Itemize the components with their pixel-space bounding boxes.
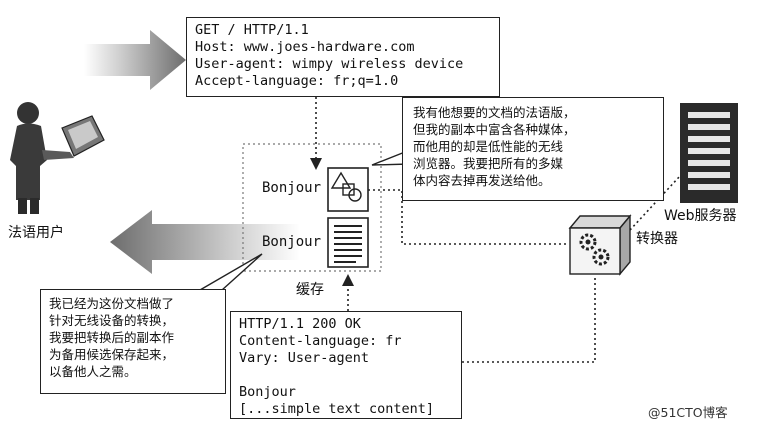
request-to-cache-connector: [310, 97, 322, 170]
cache-boundary: [242, 143, 382, 272]
converter-label: 转换器: [636, 231, 678, 247]
watermark-text: @51CTO博客: [648, 405, 728, 420]
response-message-box: HTTP/1.1 200 OK Content-language: fr Var…: [230, 311, 462, 419]
request-line: User-agent: wimpy wireless device: [195, 56, 464, 72]
server-label: Web服务器: [664, 208, 737, 224]
web-server-icon: [680, 103, 738, 203]
converter-note-line: 浏览器。我要把所有的多媒: [413, 156, 564, 171]
converter-note: 我有他想要的文档的法语版， 但我的副本中富含各种媒体， 而他用的却是低性能的无线…: [402, 97, 664, 201]
response-flow-arrow: [110, 210, 300, 274]
text-document-icon: [327, 217, 369, 268]
response-line: HTTP/1.1 200 OK: [239, 316, 361, 332]
cache-label: 缓存: [296, 282, 324, 298]
converter-note-line: 体内容去掉再发送给他。: [413, 173, 551, 188]
bonjour-label-text: Bonjour: [262, 234, 322, 250]
user-figure-icon: [10, 102, 105, 214]
response-line: Bonjour: [239, 384, 296, 400]
request-message-box: GET / HTTP/1.1 Host: www.joes-hardware.c…: [186, 17, 500, 97]
response-to-converter-connector: [462, 276, 596, 363]
cache-note-pointer: [199, 253, 263, 291]
converter-note-pointer: [371, 149, 411, 166]
user-label: 法语用户: [8, 225, 64, 241]
converter-note-line: 我有他想要的文档的法语版，: [413, 105, 576, 120]
converter-note-line: 而他用的却是低性能的无线: [413, 139, 564, 154]
response-line: Vary: User-agent: [239, 350, 370, 366]
cache-note: 我已经为这份文档做了 针对无线设备的转换， 我要把转换后的副本作 为备用候选保存…: [40, 289, 226, 394]
converter-to-server-connector: [629, 175, 681, 231]
response-line: [...simple text content]: [239, 401, 435, 417]
cache-to-converter-connector: [368, 189, 568, 245]
cache-note-line: 我已经为这份文档做了: [49, 296, 175, 311]
rich-media-document-icon: [327, 167, 369, 212]
request-line: Host: www.joes-hardware.com: [195, 39, 415, 55]
bonjour-label-rich: Bonjour: [262, 180, 322, 196]
response-to-cache-connector: [342, 274, 354, 311]
request-line: Accept-language: fr;q=1.0: [195, 73, 399, 89]
response-line: [239, 367, 453, 384]
cache-note-line: 针对无线设备的转换，: [49, 313, 175, 328]
cache-note-line: 为备用候选保存起来，: [49, 347, 175, 362]
converter-icon: [568, 214, 632, 276]
request-flow-arrow: [84, 30, 186, 90]
response-line: Content-language: fr: [239, 333, 402, 349]
request-line: GET / HTTP/1.1: [195, 22, 309, 38]
cache-note-line: 我要把转换后的副本作: [49, 330, 175, 345]
converter-note-line: 但我的副本中富含各种媒体，: [413, 122, 576, 137]
cache-note-line: 以备他人之需。: [49, 364, 137, 379]
